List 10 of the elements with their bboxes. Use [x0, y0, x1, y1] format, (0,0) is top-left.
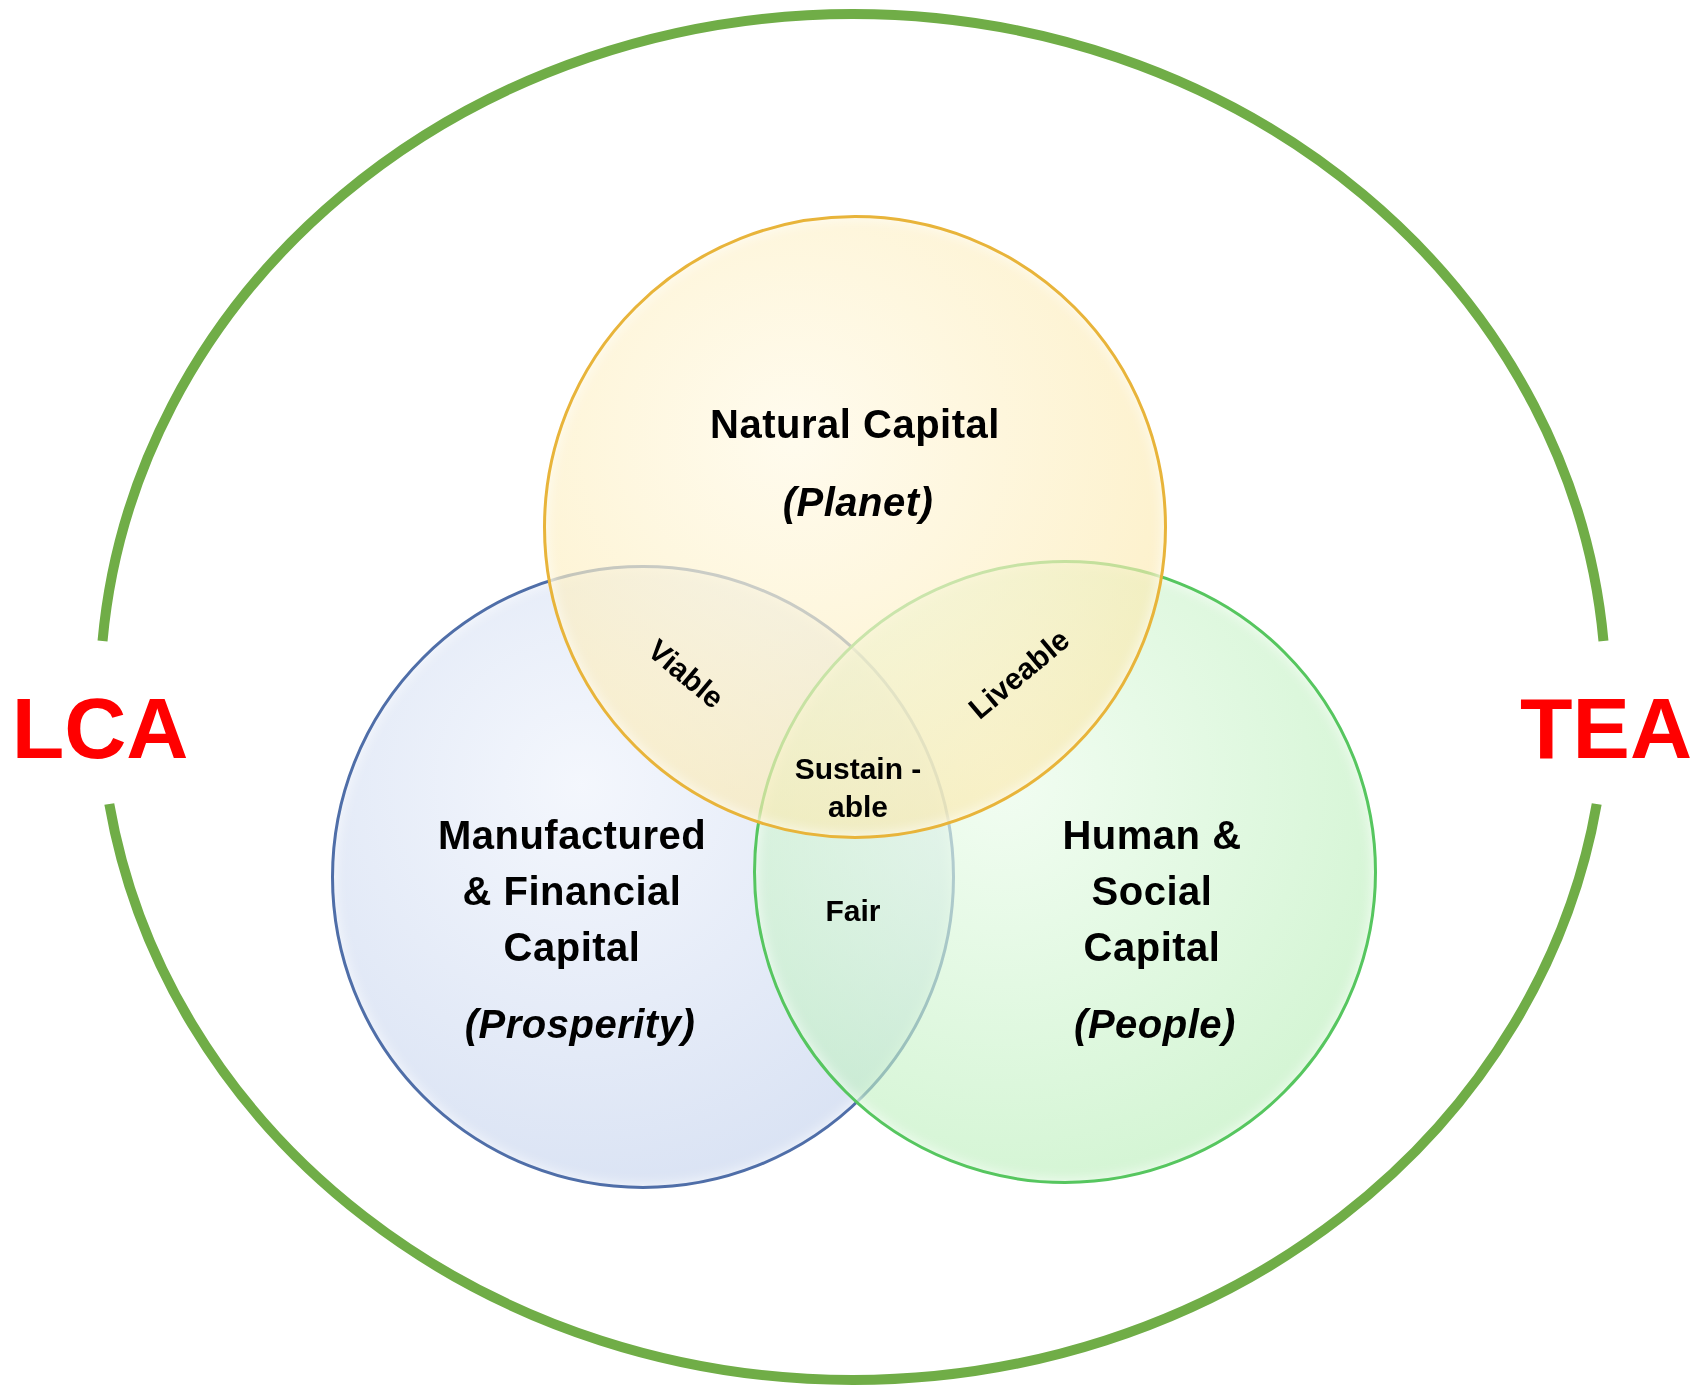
overlap-label: Sustain -able — [794, 750, 922, 824]
circle-subtitle: (People) — [1073, 1001, 1237, 1048]
ellipse-label: TEA — [1520, 685, 1692, 771]
circle-subtitle: (Prosperity) — [463, 1001, 697, 1048]
circle-title: Natural Capital — [709, 401, 1001, 448]
circle-title: Human & Social Capital — [1061, 812, 1243, 971]
circle-title: Manufactured & Financial Capital — [436, 812, 708, 971]
ellipse-label: LCA — [11, 685, 189, 771]
overlap-label: Fair — [824, 893, 882, 930]
circle-subtitle: (Planet) — [781, 479, 935, 526]
